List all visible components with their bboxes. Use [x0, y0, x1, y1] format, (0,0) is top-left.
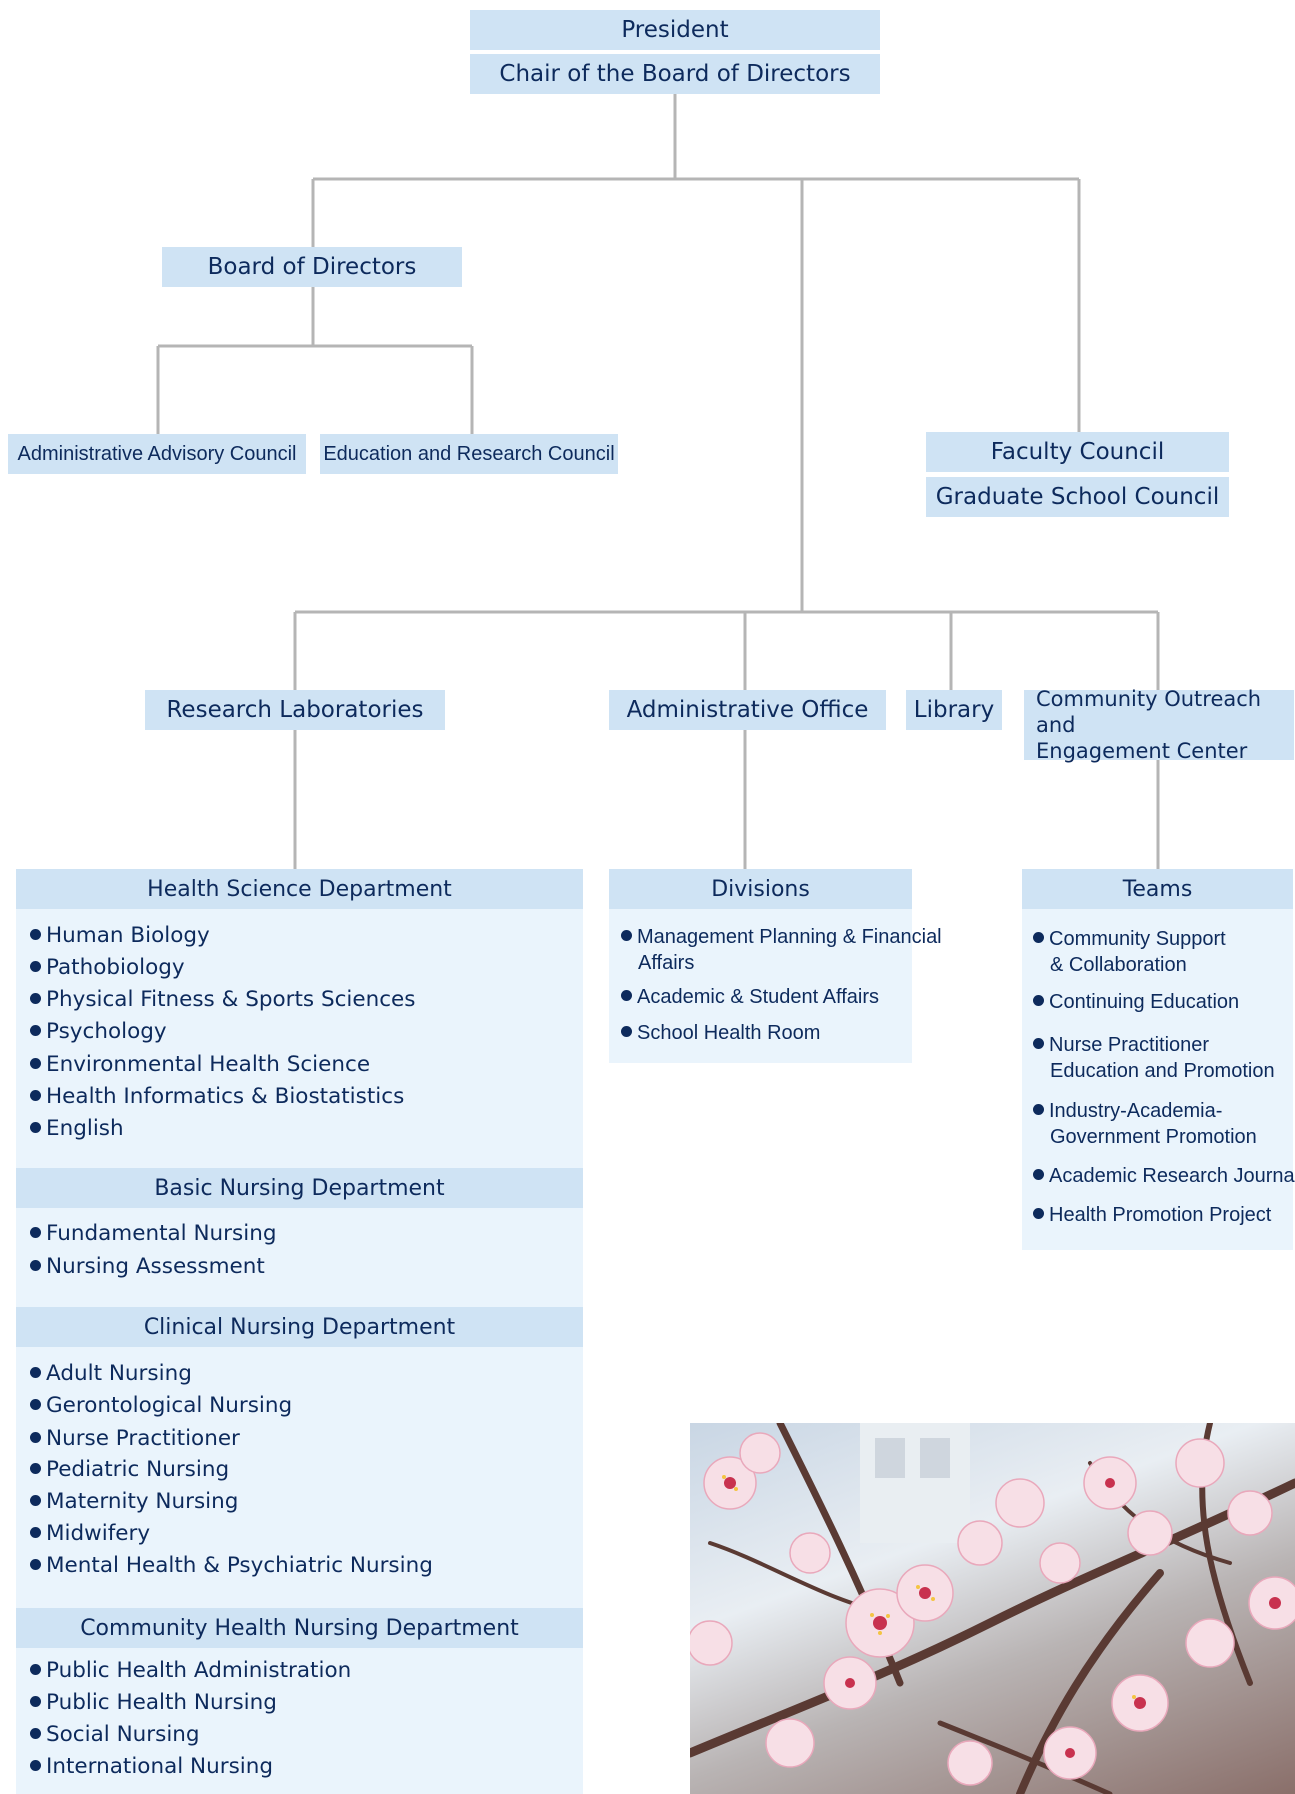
list-item: School Health Room: [621, 1022, 820, 1045]
chair-label: Chair of the Board of Directors: [499, 61, 851, 87]
board-of-directors-box: Board of Directors: [162, 247, 462, 287]
list-item: Nurse Practitioner Education and Promoti…: [1033, 1032, 1275, 1084]
bullet-icon: [30, 1760, 41, 1771]
list-item: Pediatric Nursing: [30, 1457, 229, 1482]
dept-header-health-science: Health Science Department: [16, 869, 583, 909]
bullet-icon: [30, 1122, 41, 1133]
list-item: Gerontological Nursing: [30, 1393, 292, 1418]
bullet-icon: [30, 1399, 41, 1410]
bullet-icon: [30, 1367, 41, 1378]
bullet-icon: [621, 930, 632, 941]
bullet-icon: [1033, 932, 1044, 943]
list-item: Fundamental Nursing: [30, 1221, 276, 1246]
list-item: Academic & Student Affairs: [621, 986, 879, 1009]
teams-panel: [1022, 869, 1293, 1250]
bullet-icon: [30, 1463, 41, 1474]
admin-advisory-label: Administrative Advisory Council: [17, 442, 297, 465]
teams-title: Teams: [1122, 876, 1193, 902]
faculty-council-label: Faculty Council: [990, 439, 1165, 465]
president-label: President: [621, 17, 729, 43]
list-item: Adult Nursing: [30, 1361, 192, 1386]
admin-office-label: Administrative Office: [626, 697, 869, 723]
list-item: Midwifery: [30, 1521, 150, 1546]
list-item: Environmental Health Science: [30, 1052, 370, 1077]
list-item: Community Support & Collaboration: [1033, 926, 1226, 978]
research-labs-label: Research Laboratories: [166, 697, 424, 723]
bullet-icon: [1033, 1038, 1044, 1049]
teams-header: Teams: [1022, 869, 1293, 909]
list-item: Human Biology: [30, 923, 210, 948]
dept-header-clinical-nursing: Clinical Nursing Department: [16, 1307, 583, 1347]
list-item: Pathobiology: [30, 955, 185, 980]
faculty-council-box: Faculty Council: [926, 432, 1229, 472]
bullet-icon: [30, 1664, 41, 1675]
bullet-icon: [1033, 1208, 1044, 1219]
admin-advisory-council-box: Administrative Advisory Council: [8, 434, 306, 474]
admin-office-box: Administrative Office: [609, 690, 886, 730]
list-item: Management Planning & Financial Affairs: [621, 924, 942, 976]
library-box: Library: [906, 690, 1002, 730]
divisions-title: Divisions: [711, 876, 810, 902]
bullet-icon: [621, 1026, 632, 1037]
bullet-icon: [1033, 1104, 1044, 1115]
list-item: Public Health Administration: [30, 1658, 351, 1683]
divisions-header: Divisions: [609, 869, 912, 909]
bullet-icon: [30, 993, 41, 1004]
edu-research-council-box: Education and Research Council: [320, 434, 618, 474]
community-center-line2: Engagement Center: [1036, 739, 1248, 763]
bullet-icon: [1033, 1169, 1044, 1180]
list-item: Nursing Assessment: [30, 1254, 265, 1279]
bullet-icon: [30, 1058, 41, 1069]
list-item: Health Promotion Project: [1033, 1204, 1271, 1227]
dept-title: Clinical Nursing Department: [143, 1314, 456, 1340]
cherry-blossom-photo: [690, 1423, 1295, 1794]
bullet-icon: [30, 929, 41, 940]
list-item: Continuing Education: [1033, 991, 1239, 1014]
bullet-icon: [30, 1227, 41, 1238]
graduate-council-box: Graduate School Council: [926, 477, 1229, 517]
president-box: President: [470, 10, 880, 50]
list-item: Public Health Nursing: [30, 1690, 277, 1715]
dept-title: Health Science Department: [147, 876, 452, 902]
library-label: Library: [913, 697, 995, 723]
list-item: Academic Research Journal: [1033, 1165, 1295, 1188]
research-labs-box: Research Laboratories: [145, 690, 445, 730]
dept-title: Community Health Nursing Department: [80, 1615, 519, 1641]
bullet-icon: [30, 1025, 41, 1036]
bullet-icon: [30, 1495, 41, 1506]
dept-title: Basic Nursing Department: [154, 1175, 445, 1201]
list-item: English: [30, 1116, 124, 1141]
list-item: Maternity Nursing: [30, 1489, 238, 1514]
edu-research-label: Education and Research Council: [323, 442, 615, 465]
community-center-box: Community Outreach and Engagement Center: [1024, 687, 1294, 763]
list-item: Mental Health & Psychiatric Nursing: [30, 1553, 433, 1578]
list-item: International Nursing: [30, 1754, 273, 1779]
list-item: Health Informatics & Biostatistics: [30, 1084, 404, 1109]
bullet-icon: [621, 990, 632, 1001]
blossom-illustration: [690, 1423, 1295, 1794]
bullet-icon: [30, 1260, 41, 1271]
list-item: Social Nursing: [30, 1722, 200, 1747]
list-item: Physical Fitness & Sports Sciences: [30, 987, 416, 1012]
board-label: Board of Directors: [207, 254, 417, 280]
list-item: Psychology: [30, 1019, 167, 1044]
community-center-line1: Community Outreach and: [1036, 687, 1262, 737]
list-item: Industry-Academia- Government Promotion: [1033, 1098, 1257, 1150]
bullet-icon: [30, 1559, 41, 1570]
chair-box: Chair of the Board of Directors: [470, 54, 880, 94]
bullet-icon: [30, 1696, 41, 1707]
bullet-icon: [30, 1728, 41, 1739]
bullet-icon: [30, 1432, 41, 1443]
bullet-icon: [30, 1090, 41, 1101]
list-item: Nurse Practitioner: [30, 1426, 240, 1451]
bullet-icon: [30, 1527, 41, 1538]
bullet-icon: [1033, 995, 1044, 1006]
dept-header-basic-nursing: Basic Nursing Department: [16, 1168, 583, 1208]
graduate-council-label: Graduate School Council: [935, 484, 1220, 510]
dept-header-community-health: Community Health Nursing Department: [16, 1608, 583, 1648]
bullet-icon: [30, 961, 41, 972]
